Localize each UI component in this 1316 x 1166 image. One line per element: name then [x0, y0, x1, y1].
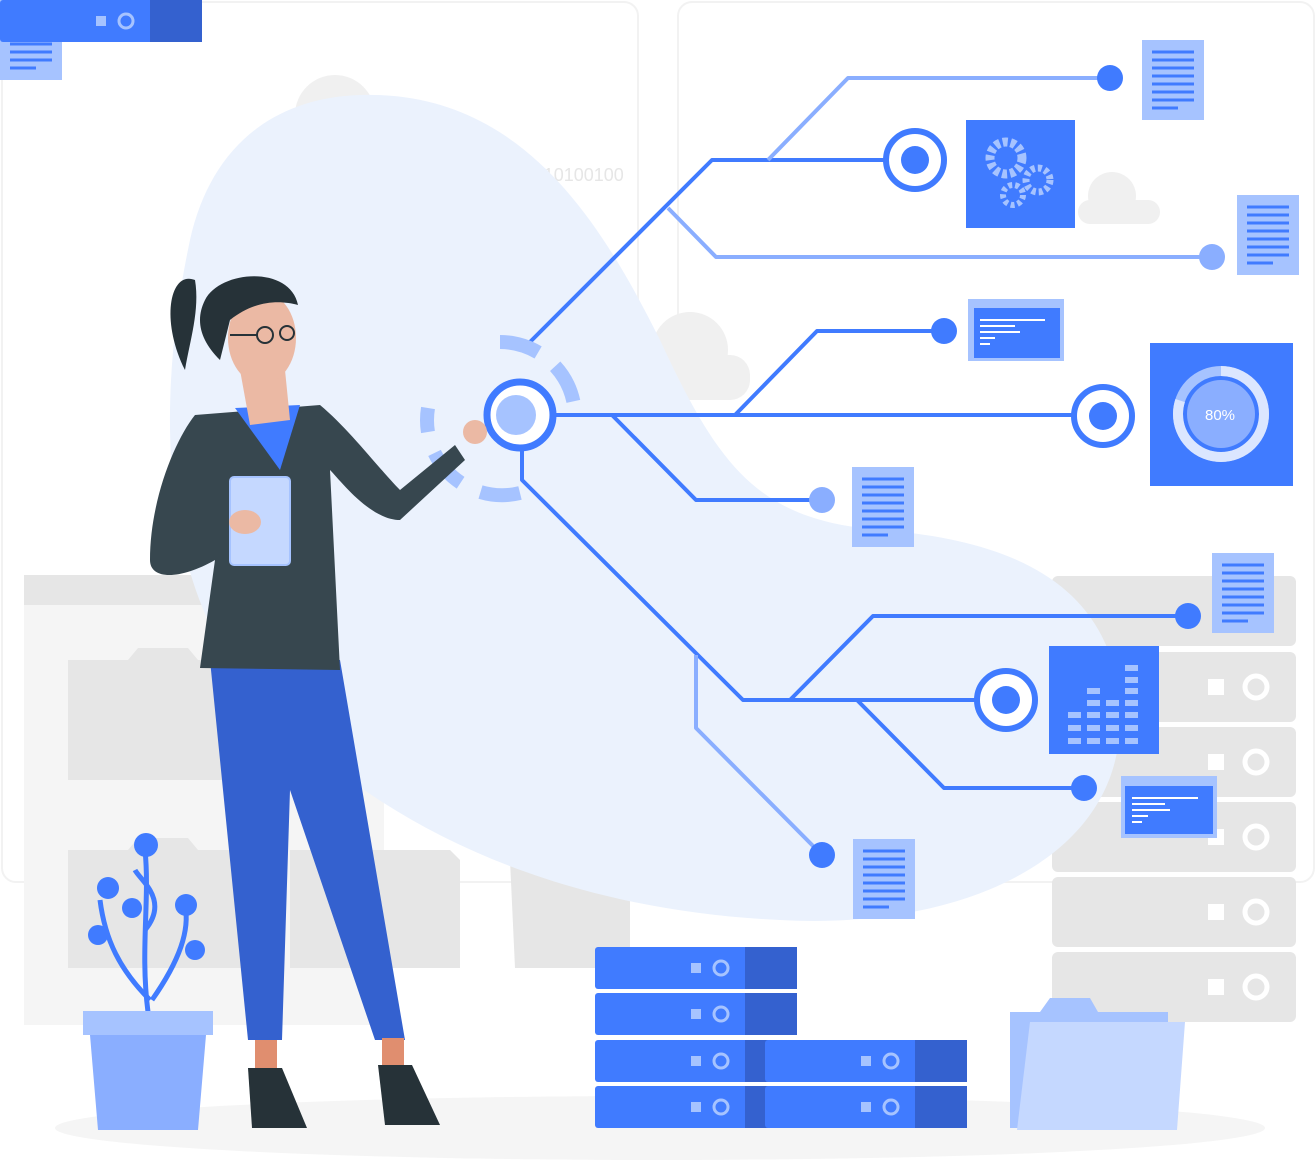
- background-blob: [169, 94, 1120, 921]
- network-nodes: [809, 65, 1225, 868]
- bar-chart-icon: [1049, 646, 1159, 754]
- folder-icon: [1010, 998, 1185, 1130]
- gauge-widget: 80%: [1150, 343, 1293, 486]
- hub-node[interactable]: [420, 335, 582, 503]
- settings-gears-icon: [966, 120, 1075, 228]
- plant-pot-icon: [83, 833, 213, 1130]
- network-lines: [520, 76, 1212, 857]
- woman-figure: [150, 276, 487, 1128]
- server-stack-blue: [0, 0, 969, 1130]
- gauge-percent-label: 80%: [1205, 407, 1235, 424]
- terminal-window-icon: [968, 299, 1217, 838]
